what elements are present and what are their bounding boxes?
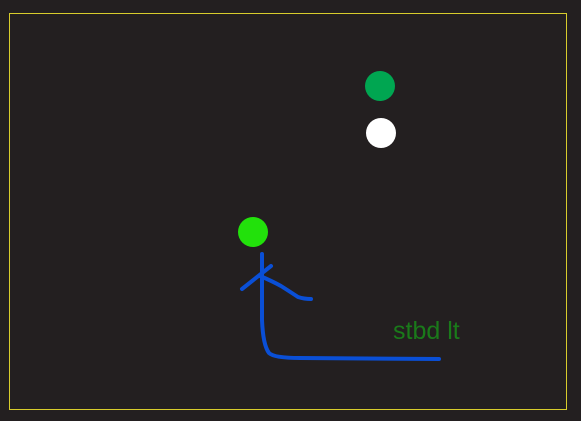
hand-drawn-stroke-right (258, 274, 313, 301)
hand-drawn-line-vertical-and-base (260, 252, 441, 361)
white-light-circle (366, 118, 396, 148)
bright-green-light-circle (238, 217, 268, 247)
diagram-border (9, 13, 567, 410)
green-light-circle (365, 71, 395, 101)
hand-drawn-stroke-left (240, 264, 273, 291)
starboard-light-label: stbd lt (393, 317, 460, 345)
